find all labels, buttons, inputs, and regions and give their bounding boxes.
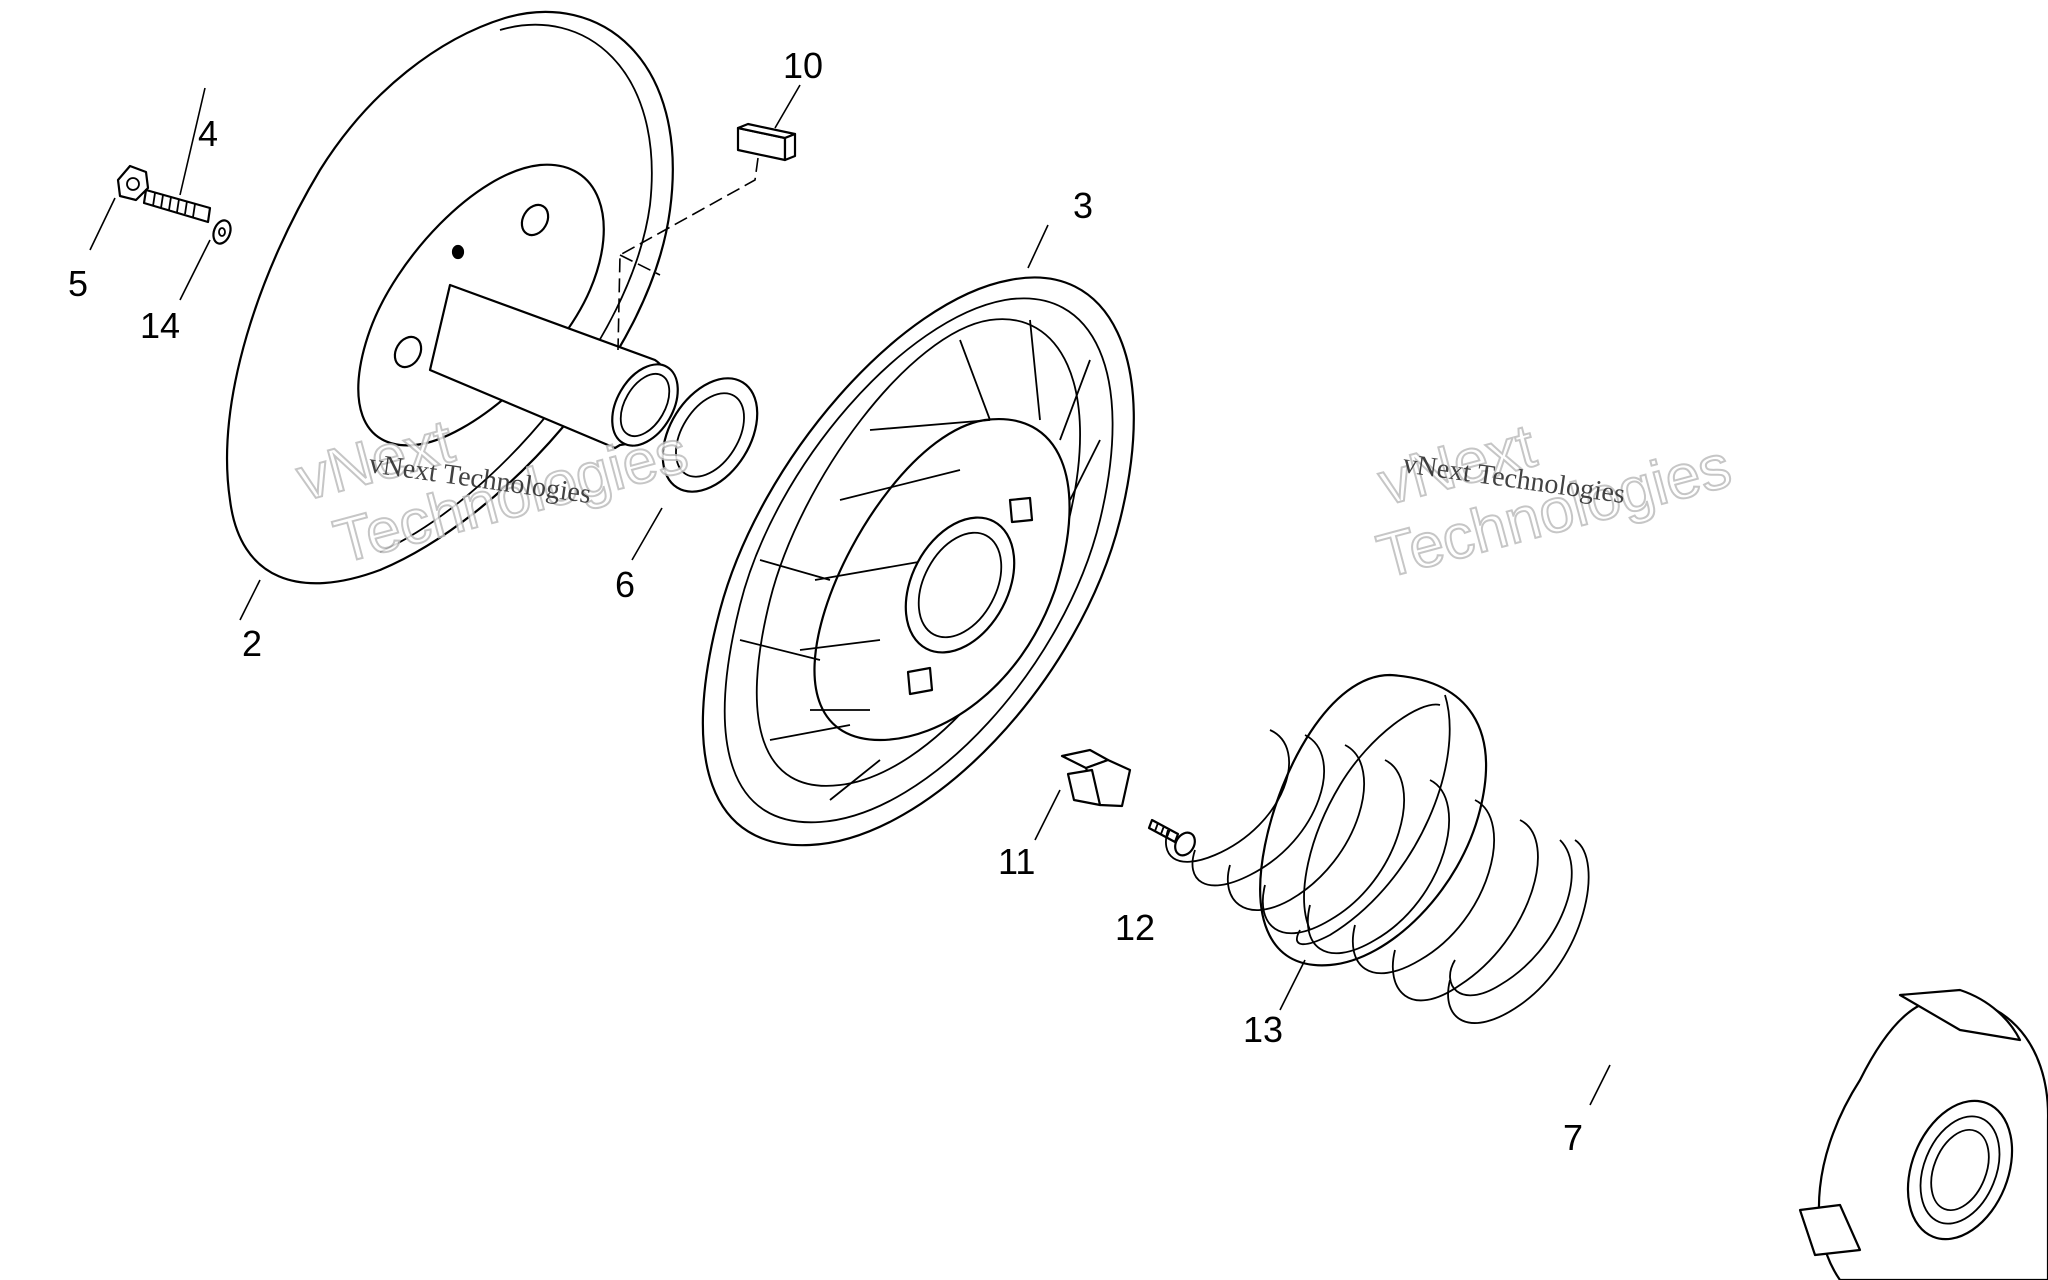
part-11-slider	[1060, 748, 1132, 808]
part-5-nut	[116, 164, 150, 202]
callout-10: 10	[783, 45, 823, 86]
part-6-washer	[661, 377, 759, 493]
part-3-movable-sheave	[701, 276, 1135, 847]
part-14-washer	[212, 219, 232, 245]
part-10-key	[736, 122, 797, 162]
part-2-fixed-sheave	[226, 10, 679, 585]
callout-5: 5	[68, 263, 88, 304]
callout-11: 11	[998, 841, 1035, 882]
callout-14: 14	[140, 305, 180, 346]
callout-12: 12	[1115, 907, 1155, 948]
callout-3: 3	[1073, 185, 1093, 226]
callout-2: 2	[242, 623, 262, 664]
callout-7: 7	[1563, 1117, 1583, 1158]
part-7-spring	[1165, 729, 1590, 1024]
callout-6: 6	[615, 564, 635, 605]
part-13-ring	[1259, 673, 1488, 967]
leader-lines	[89, 84, 1611, 1106]
callout-4: 4	[198, 113, 218, 154]
callout-13: 13	[1243, 1009, 1283, 1050]
cam-assembly	[1798, 988, 2048, 1280]
part-4-screw	[142, 188, 212, 224]
part-12-screw	[1147, 818, 1196, 857]
